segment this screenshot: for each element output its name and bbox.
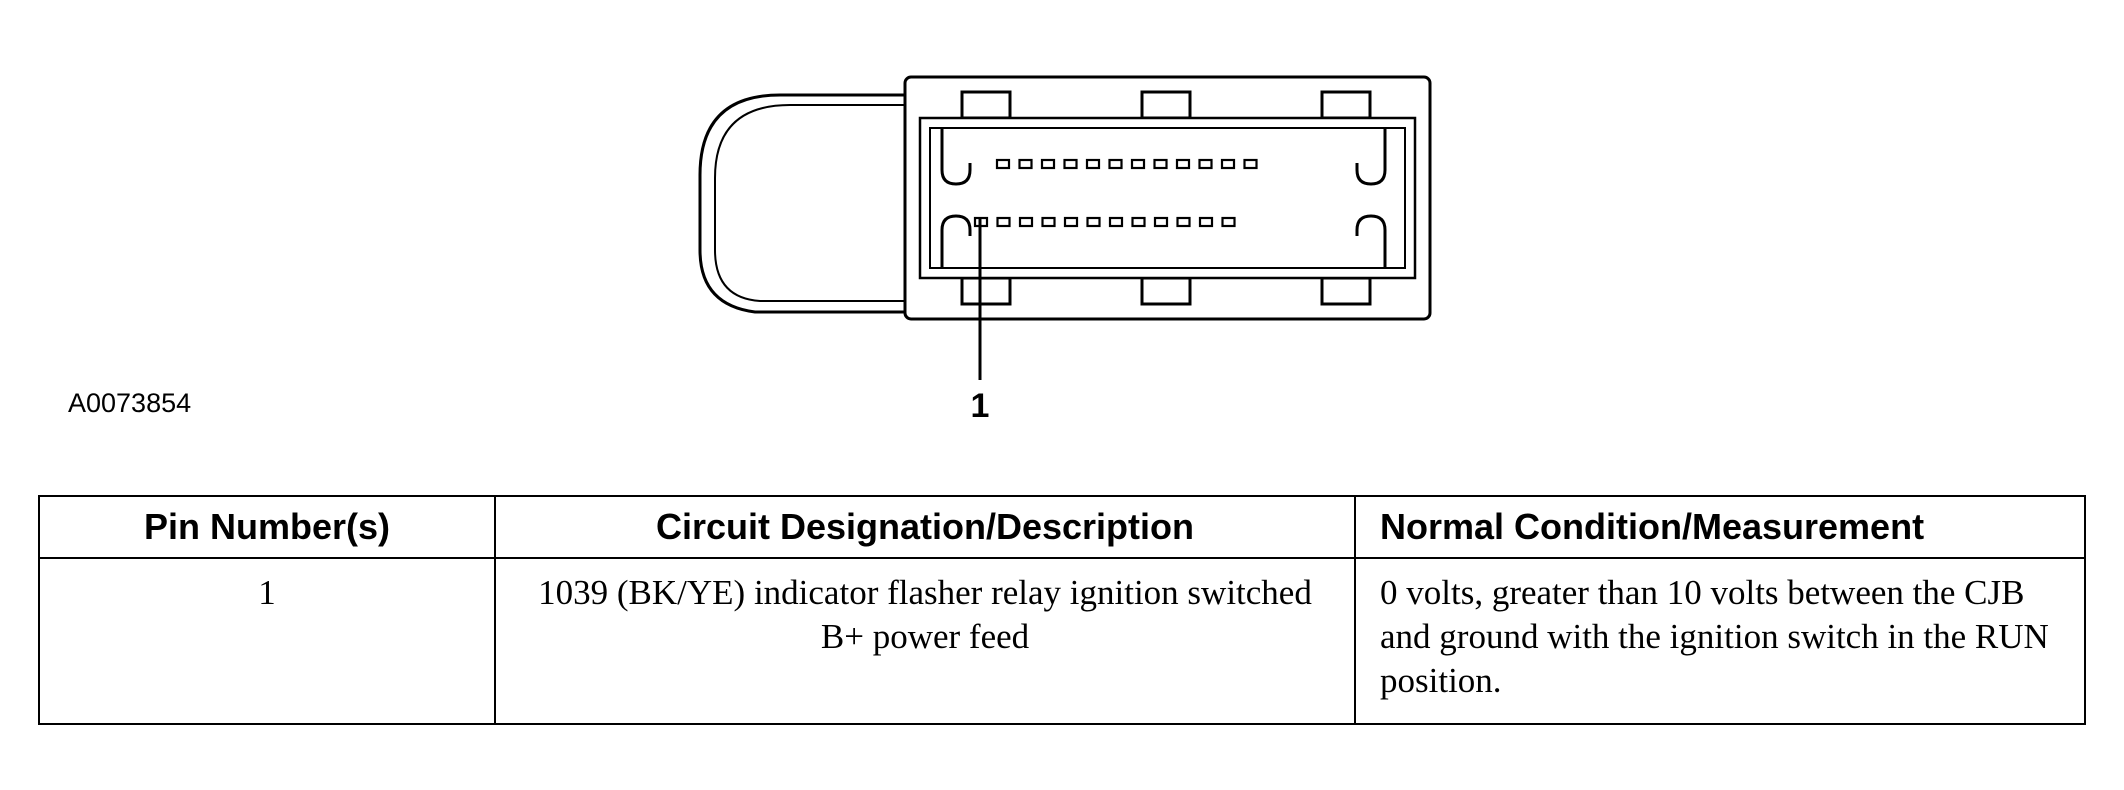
- circuit-description-cell: 1039 (BK/YE) indicator flasher relay ign…: [494, 557, 1356, 725]
- terminal-cavity: [1040, 158, 1056, 170]
- terminal-cavity: [1175, 158, 1191, 170]
- terminal-cavity: [1130, 158, 1146, 170]
- terminal-cavity-frame-inner: [929, 127, 1406, 269]
- terminal-cavity: [996, 216, 1011, 228]
- keying-post: [940, 128, 972, 186]
- terminal-cavity: [1221, 216, 1236, 228]
- callout-label: 1: [971, 387, 990, 420]
- figure-id: A0073854: [68, 388, 192, 418]
- terminal-cavity: [1018, 216, 1034, 228]
- measurement-cell: 0 volts, greater than 10 volts between t…: [1354, 557, 2086, 725]
- terminal-cavity: [1243, 158, 1258, 170]
- terminal-cavity: [1108, 216, 1124, 228]
- connector-housing: [903, 75, 1432, 321]
- terminal-cavity: [1198, 158, 1213, 170]
- housing-lock-tab: [1320, 90, 1372, 120]
- terminal-cavity: [1220, 158, 1236, 170]
- terminal-row-top: [995, 158, 1258, 170]
- terminal-cavity: [1153, 158, 1168, 170]
- table-header-row: Pin Number(s) Circuit Designation/Descri…: [38, 495, 2086, 559]
- pin-number-cell: 1: [38, 557, 496, 725]
- connector-face-diagram: 1: [698, 75, 1432, 420]
- housing-lock-tab: [1140, 90, 1192, 120]
- housing-lock-tab: [1140, 276, 1192, 306]
- terminal-cavity: [1063, 158, 1078, 170]
- terminal-cavity: [1198, 216, 1214, 228]
- keying-post: [1355, 214, 1387, 268]
- housing-lock-tab: [960, 90, 1012, 120]
- terminal-cavity-frame: [918, 116, 1417, 280]
- column-header-measurement: Normal Condition/Measurement: [1354, 495, 2086, 559]
- column-header-pin: Pin Number(s): [38, 495, 496, 559]
- terminal-cavity: [995, 158, 1011, 170]
- terminal-cavity: [1108, 158, 1123, 170]
- column-header-circuit: Circuit Designation/Description: [494, 495, 1356, 559]
- housing-lock-tab: [960, 276, 1012, 306]
- keying-post: [1355, 128, 1387, 186]
- connector-release-tab: [698, 93, 907, 314]
- table-row: 1 1039 (BK/YE) indicator flasher relay i…: [38, 557, 2086, 725]
- connector-release-tab-inner: [714, 104, 905, 302]
- pin-table: Pin Number(s) Circuit Designation/Descri…: [38, 495, 2086, 725]
- terminal-cavity: [1153, 216, 1169, 228]
- terminal-cavity: [1018, 158, 1033, 170]
- housing-lock-tab: [1320, 276, 1372, 306]
- terminal-cavity: [1041, 216, 1056, 228]
- terminal-cavity: [1063, 216, 1079, 228]
- terminal-cavity: [1086, 216, 1101, 228]
- terminal-cavity: [1176, 216, 1191, 228]
- terminal-cavity: [1131, 216, 1146, 228]
- keying-post: [940, 214, 972, 268]
- terminal-cavity: [1085, 158, 1101, 170]
